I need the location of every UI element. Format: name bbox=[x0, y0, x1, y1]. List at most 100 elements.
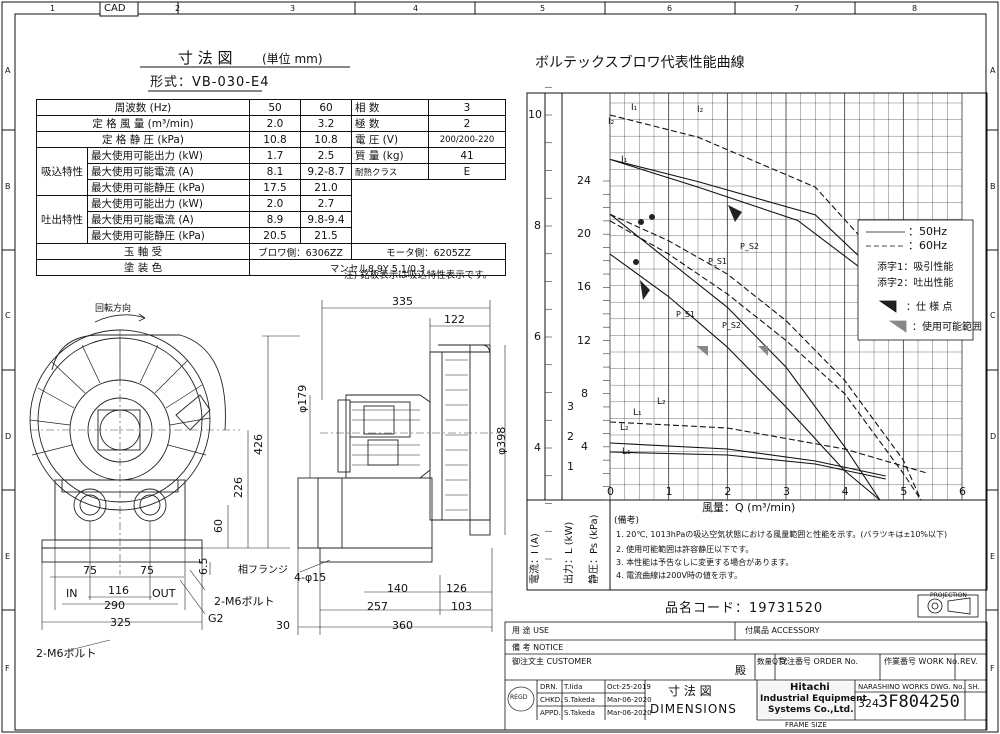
spec-cell: 21.5 bbox=[300, 227, 352, 244]
spec-blank bbox=[351, 195, 506, 212]
tb-order: 受注番号 ORDER No. bbox=[779, 657, 858, 666]
xtick-label: 0 bbox=[607, 485, 614, 498]
chart-legend-box bbox=[857, 219, 974, 341]
spec-cell: 質 量 (kg) bbox=[351, 147, 429, 164]
row-letter: A bbox=[990, 66, 996, 75]
curve-label-I2b: I₂ bbox=[697, 105, 704, 115]
curve-P-60Hz bbox=[609, 220, 922, 501]
spec-cell: 8.9 bbox=[249, 211, 301, 228]
tb-drn-date: Oct-25-2019 bbox=[607, 683, 651, 691]
curve-label-Ps2b: P_S2 bbox=[722, 321, 741, 330]
dim-6-5: 6.5 bbox=[197, 557, 210, 576]
spec-cell: モータ側：6205ZZ bbox=[351, 243, 506, 260]
spec-blank bbox=[351, 211, 506, 228]
spec-cell: 2.5 bbox=[300, 147, 352, 164]
dim-335: 335 bbox=[392, 295, 413, 308]
tb-work: 作業番号 WORK No. bbox=[884, 657, 960, 666]
cad-label: CAD bbox=[104, 3, 126, 14]
g2-label: G2 bbox=[208, 612, 224, 625]
spec-table: 周波数 (Hz) 50 60 相 数 3 定 格 風 量 (m³/min) 2.… bbox=[36, 99, 506, 276]
spec-cell: 50 bbox=[249, 99, 301, 116]
spec-cell: 最大使用可能電流 (A) bbox=[87, 163, 250, 180]
outlet-label: OUT bbox=[152, 587, 176, 600]
tb-doc-title: 寸 法 図 bbox=[668, 684, 712, 698]
side-dims bbox=[297, 300, 506, 635]
dim-30: 30 bbox=[276, 619, 290, 632]
tb-rev: REV. bbox=[960, 657, 978, 666]
spec-cell: 1.7 bbox=[249, 147, 301, 164]
spec-cell: 玉 軸 受 bbox=[36, 243, 250, 260]
curve-label-L2b: L₂ bbox=[620, 423, 629, 433]
note-line: 1. 20℃, 1013hPaの吸込空気状態における風量範囲と性能を示す。(バラ… bbox=[616, 530, 948, 539]
spec-note: 注) 銘板表示は吸込特性表示です。 bbox=[344, 270, 493, 281]
curve-label-I2: I₂ bbox=[608, 117, 615, 127]
chart-title: ボルテックスブロワ代表性能曲線 bbox=[535, 55, 745, 71]
col-number: 7 bbox=[794, 4, 800, 13]
spec-cell: 3 bbox=[428, 99, 506, 116]
dim-116: 116 bbox=[108, 584, 129, 597]
tb-works: NARASHINO WORKS DWG. No. bbox=[858, 683, 965, 691]
x-axis-label: 風量：Q (m³/min) bbox=[702, 501, 796, 514]
tb-chkd-label: CHKD. bbox=[540, 696, 563, 704]
spec-cell: マンセル8.9Y 5.1/0.3 bbox=[249, 259, 506, 276]
row-letter: D bbox=[990, 432, 997, 441]
curve-label-Ps2: P_S2 bbox=[740, 242, 759, 251]
xtick-label: 4 bbox=[841, 485, 849, 498]
spec-cell: 9.8-9.4 bbox=[300, 211, 352, 228]
row-letter: F bbox=[5, 664, 10, 673]
tb-notice: 備 考 NOTICE bbox=[512, 643, 564, 652]
curve-L-60Hz bbox=[609, 421, 927, 474]
ytick-label-pressure: 4 bbox=[581, 439, 588, 453]
xtick-label: 3 bbox=[783, 485, 790, 498]
tb-company-1: Hitachi bbox=[790, 682, 830, 693]
col-number: 8 bbox=[912, 4, 918, 13]
spec-blank bbox=[351, 179, 506, 196]
title-block-lines bbox=[504, 621, 988, 731]
front-view bbox=[29, 313, 226, 563]
dim-122: 122 bbox=[444, 313, 465, 326]
row-letter: F bbox=[990, 664, 995, 673]
tb-drn-label: DRN. bbox=[540, 683, 558, 691]
curve-L-50Hz bbox=[609, 451, 886, 480]
col-number: 1 bbox=[50, 4, 56, 13]
dim-398: φ398 bbox=[495, 426, 508, 455]
curve-P-50Hz bbox=[609, 253, 881, 501]
dim-325: 325 bbox=[110, 616, 131, 629]
spec-cell: 最大使用可能電流 (A) bbox=[87, 211, 250, 228]
tb-appd-date: Mar-06-2020 bbox=[607, 709, 652, 717]
tb-stamp: REGD bbox=[510, 694, 528, 701]
spec-cell: 塗 装 色 bbox=[36, 259, 250, 276]
note-line: 2. 使用可能範囲は許容静圧以下です。 bbox=[616, 545, 754, 554]
row-letter: A bbox=[5, 66, 11, 75]
y-axis-label-output: 出力：L (kW) bbox=[564, 521, 575, 584]
dim-257: 257 bbox=[367, 600, 388, 613]
rotation-label: 回転方向 bbox=[95, 304, 132, 314]
tb-chkd-date: Mar-06-2020 bbox=[607, 696, 652, 704]
ytick-label-pressure: 12 bbox=[577, 333, 591, 347]
curve-I-60Hz bbox=[609, 114, 887, 266]
inlet-label: IN bbox=[66, 587, 78, 600]
spec-cell: 200/200-220 bbox=[428, 131, 506, 148]
spec-cell: ブロワ側：6306ZZ bbox=[249, 243, 352, 260]
regd-stamp bbox=[507, 686, 535, 712]
spec-cell: 定 格 静 圧 (kPa) bbox=[36, 131, 250, 148]
row-letter: B bbox=[5, 182, 11, 191]
dim-103: 103 bbox=[451, 600, 472, 613]
tb-drn-name: T.Iida bbox=[564, 683, 583, 691]
legend-50hz: ：50Hz bbox=[908, 225, 948, 238]
row-letter: E bbox=[5, 552, 11, 561]
spec-point-markers bbox=[633, 205, 768, 356]
legend-60hz: ：60Hz bbox=[908, 239, 948, 252]
dim-179: φ179 bbox=[296, 384, 309, 413]
spec-cell: 2.0 bbox=[249, 195, 301, 212]
front-dims bbox=[41, 335, 300, 651]
row-letter: C bbox=[5, 311, 11, 320]
holes-label: 4-φ15 bbox=[294, 571, 327, 584]
spec-cell: 相 数 bbox=[351, 99, 429, 116]
dim-75-left: 75 bbox=[83, 564, 97, 577]
curve-label-I1: I₁ bbox=[631, 103, 638, 113]
spec-cell: 極 数 bbox=[351, 115, 429, 132]
spec-cell: 3.2 bbox=[300, 115, 352, 132]
spec-group-label: 吐出特性 bbox=[36, 195, 88, 244]
